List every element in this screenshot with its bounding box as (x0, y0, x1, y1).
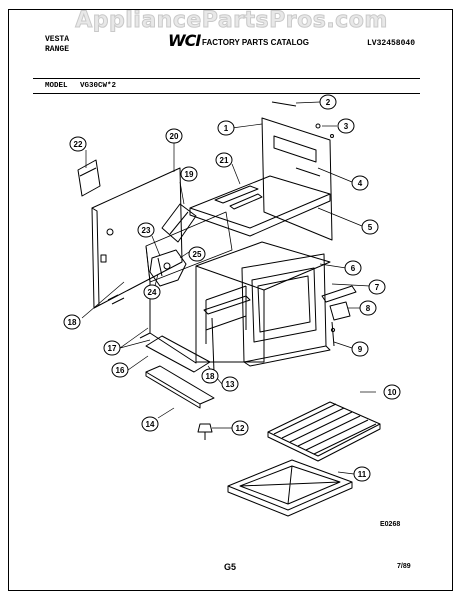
leveling-leg (197, 423, 213, 440)
callout-number: 18 (68, 318, 77, 327)
callout-4: 4 (351, 175, 369, 191)
watermark: AppliancePartsPros.com (75, 8, 388, 34)
callout-number: 13 (226, 380, 235, 389)
callout-18: 18 (63, 314, 81, 330)
callout-number: 14 (146, 420, 155, 429)
callout-number: 5 (368, 223, 373, 232)
callout-16: 16 (111, 362, 129, 378)
callout-number: 23 (142, 226, 151, 235)
callout-7: 7 (368, 279, 386, 295)
callout-number: 25 (193, 250, 202, 259)
callout-number: 24 (148, 288, 157, 297)
fasteners (271, 101, 334, 138)
callout-11: 11 (353, 466, 371, 482)
callout-2: 2 (319, 94, 337, 110)
cooktop-assembly (189, 175, 331, 237)
oven-door (241, 253, 331, 367)
callout-20: 20 (165, 128, 183, 144)
callout-number: 6 (351, 264, 356, 273)
callout-number: 19 (185, 170, 194, 179)
callout-number: 2 (326, 98, 331, 107)
front-frame (145, 295, 251, 373)
callout-9: 9 (351, 341, 369, 357)
callout-23: 23 (137, 222, 155, 238)
callout-1: 1 (217, 120, 235, 136)
callout-labels: 1234567891011121314161718181920212223242… (63, 94, 401, 482)
kick-panel (145, 365, 215, 409)
callout-12: 12 (231, 420, 249, 436)
diagram-frame (8, 9, 453, 591)
callout-number: 17 (108, 344, 117, 353)
callout-number: 9 (358, 345, 363, 354)
wci-logo: WCI (168, 31, 201, 50)
callout-6: 6 (344, 260, 362, 276)
callout-number: 18 (206, 372, 215, 381)
callout-number: 16 (116, 366, 125, 375)
callout-number: 8 (366, 304, 371, 313)
callout-number: 10 (388, 388, 397, 397)
callout-number: 21 (220, 156, 229, 165)
header-rule-top (33, 78, 420, 79)
catalog-number: LV32458040 (367, 39, 416, 48)
callout-18: 18 (201, 368, 219, 384)
callout-21: 21 (215, 152, 233, 168)
callout-25: 25 (188, 246, 206, 262)
callout-number: 1 (224, 124, 229, 133)
callout-3: 3 (337, 118, 355, 134)
header-rule-bottom (33, 93, 420, 94)
oven-rack (267, 401, 381, 462)
callout-number: 20 (170, 132, 179, 141)
broiler-pan (227, 459, 353, 517)
callout-8: 8 (359, 300, 377, 316)
callout-13: 13 (221, 376, 239, 392)
callout-number: 7 (375, 283, 380, 292)
back-panel (91, 167, 183, 309)
callout-17: 17 (103, 340, 121, 356)
drawing-code: E0268 (380, 521, 401, 528)
bracket-22 (77, 159, 101, 197)
callout-number: 12 (236, 424, 245, 433)
callout-number: 3 (344, 122, 349, 131)
callout-19: 19 (180, 166, 198, 182)
callout-number: 11 (358, 470, 367, 479)
control-bracket (149, 249, 187, 287)
model-label: MODEL (45, 82, 68, 90)
callout-number: 4 (358, 179, 363, 188)
callout-22: 22 (69, 136, 87, 152)
catalog-title: FACTORY PARTS CATALOG (202, 38, 309, 47)
model-number: VG30CW*2 (80, 82, 117, 90)
oven-side-panel (261, 117, 333, 241)
brand-line-1: VESTA (45, 35, 70, 44)
callout-24: 24 (143, 284, 161, 300)
callout-10: 10 (383, 384, 401, 400)
leader-lines (81, 101, 376, 475)
oven-body (195, 241, 331, 363)
brand-line-2: RANGE (45, 45, 70, 54)
page-number: G5 (224, 562, 237, 572)
callout-14: 14 (141, 416, 159, 432)
callout-number: 22 (74, 140, 83, 149)
print-date: 7/89 (397, 563, 411, 570)
hinge-parts (321, 285, 357, 347)
panel-19 (161, 203, 197, 243)
model-row: MODEL VG30CW*2 (45, 82, 116, 90)
callout-5: 5 (361, 219, 379, 235)
